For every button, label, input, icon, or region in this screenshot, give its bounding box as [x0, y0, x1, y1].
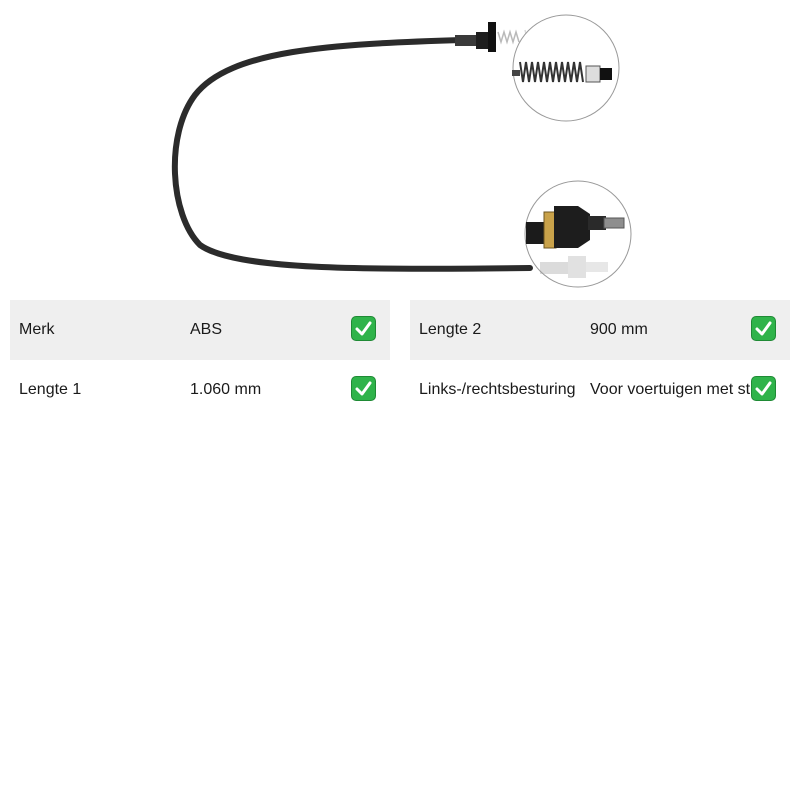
spec-row-lengte-2: Lengte 2 900 mm [410, 300, 790, 360]
check-icon [751, 316, 776, 341]
spec-value: 900 mm [590, 321, 648, 338]
spec-row-lengte-1: Lengte 1 1.060 mm [10, 360, 390, 420]
product-image [0, 0, 800, 300]
spec-value: Voor voertuigen met stuur [590, 381, 774, 398]
spec-label: Links-/rechtsbesturing [419, 381, 576, 398]
spec-label: Lengte 2 [419, 321, 482, 338]
spec-row-merk: Merk ABS [10, 300, 390, 360]
spec-label: Lengte 1 [19, 381, 82, 398]
brake-cable-icon [171, 14, 632, 288]
spec-row-links-rechtsbesturing: Links-/rechtsbesturing Voor voertuigen m… [410, 360, 790, 420]
specifications-column-left: Merk ABS Lengte 1 1.060 mm [10, 300, 390, 420]
spec-value: 1.060 mm [190, 381, 262, 398]
specifications-table: Merk ABS Lengte 1 1.060 mm Lengte 2 900 … [10, 300, 790, 420]
check-icon [751, 376, 776, 401]
check-icon [351, 316, 376, 341]
spec-label: Merk [19, 321, 55, 338]
check-icon [351, 376, 376, 401]
specifications-column-right: Lengte 2 900 mm Links-/rechtsbesturing V… [410, 300, 790, 420]
spec-value: ABS [190, 321, 223, 338]
